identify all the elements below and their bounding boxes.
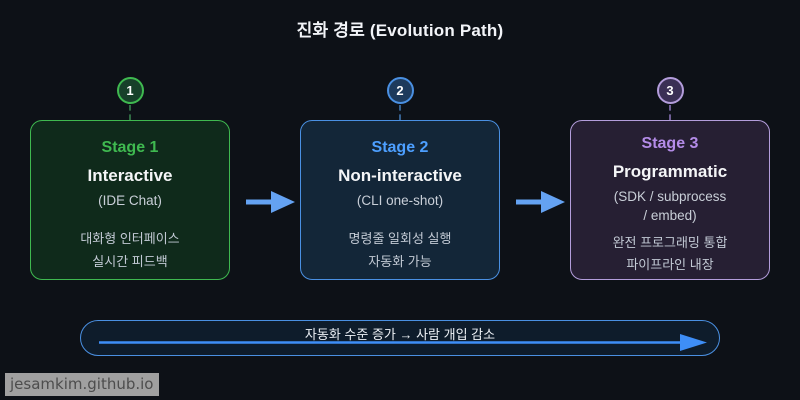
stage-1-number-badge: 1 <box>116 77 144 104</box>
stage-subtitle: (CLI one-shot) <box>357 191 443 210</box>
stage-subtitle-line: / embed) <box>643 208 697 223</box>
flow-arrow-icon <box>516 191 565 213</box>
stage-name: Programmatic <box>612 162 728 181</box>
stage-name: Non-interactive <box>338 166 462 185</box>
page-title: 진화 경로 (Evolution Path) <box>296 21 504 40</box>
stage-description: 완전 프로그래밍 통합 파이프라인 내장 <box>613 232 728 276</box>
stage-description-line: 실시간 피드백 <box>92 254 168 269</box>
stage-2-group: 2 Stage 2 Non-interactive (CLI one-shot)… <box>300 77 500 280</box>
stage-subtitle-line: (IDE Chat) <box>98 193 162 208</box>
automation-axis-bar: 자동화 수준 증가 → 사람 개입 감소 <box>80 320 720 356</box>
stage-1-group: 1 Stage 1 Interactive (IDE Chat) 대화형 인터페… <box>30 77 230 280</box>
stage-3-number-badge: 3 <box>656 77 684 104</box>
dotted-connector <box>669 105 671 120</box>
stage-description-line: 자동화 가능 <box>368 254 432 269</box>
dotted-connector <box>129 105 131 120</box>
stage-description: 대화형 인터페이스 실시간 피드백 <box>80 227 179 273</box>
flow-arrow-icon <box>246 191 295 213</box>
stage-description-line: 파이프라인 내장 <box>626 257 714 272</box>
stage-description: 명령줄 일회성 실행 자동화 가능 <box>349 227 452 273</box>
dotted-connector <box>399 105 401 120</box>
stage-2-number-badge: 2 <box>386 77 414 104</box>
stage-description-line: 완전 프로그래밍 통합 <box>612 235 728 250</box>
automation-axis-label: 자동화 수준 증가 → 사람 개입 감소 <box>304 327 496 342</box>
stage-name: Interactive <box>87 166 173 185</box>
automation-arrow-icon <box>99 334 707 351</box>
stage-3-card: Stage 3 Programmatic (SDK / subprocess /… <box>570 120 770 280</box>
stage-description-line: 명령줄 일회성 실행 <box>348 231 452 246</box>
stage-subtitle-line: (SDK / subprocess <box>613 189 727 204</box>
stage-3-group: 3 Stage 3 Programmatic (SDK / subprocess… <box>570 77 770 280</box>
stage-title: Stage 3 <box>641 135 699 152</box>
stage-subtitle: (SDK / subprocess / embed) <box>614 187 727 225</box>
stage-2-card: Stage 2 Non-interactive (CLI one-shot) 명… <box>300 120 500 280</box>
stage-1-card: Stage 1 Interactive (IDE Chat) 대화형 인터페이스… <box>30 120 230 280</box>
stage-subtitle-line: (CLI one-shot) <box>356 193 444 208</box>
watermark-badge: jesamkim.github.io <box>5 373 160 396</box>
stage-title: Stage 1 <box>101 139 159 156</box>
stage-title: Stage 2 <box>371 139 429 156</box>
stage-subtitle: (IDE Chat) <box>98 191 162 210</box>
stage-description-line: 대화형 인터페이스 <box>80 231 180 246</box>
